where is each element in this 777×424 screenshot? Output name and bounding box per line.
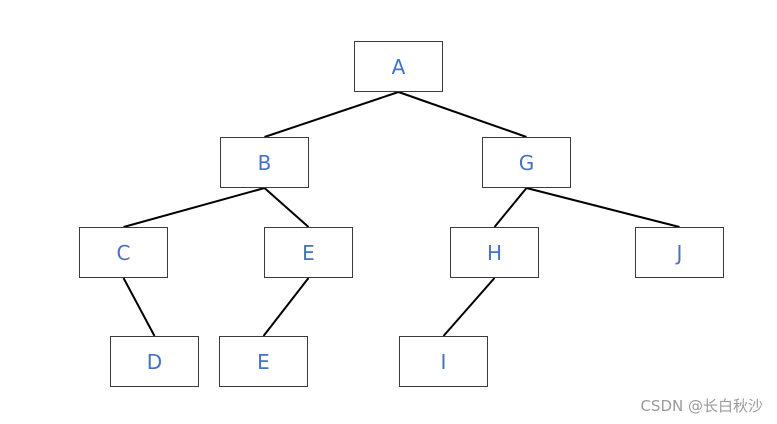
node-e1: E (264, 227, 353, 278)
node-e2: E (219, 336, 308, 387)
edge-h-i (442, 277, 496, 337)
edge-a-g (398, 91, 527, 138)
edge-a-b (264, 91, 399, 138)
edge-g-j (526, 187, 680, 228)
edge-g-h (493, 187, 528, 228)
node-a: A (354, 41, 443, 92)
edge-b-c (123, 187, 265, 228)
node-h: H (450, 227, 539, 278)
node-j: J (635, 227, 724, 278)
node-b: B (220, 137, 309, 188)
edge-c-d (122, 277, 156, 337)
edge-e1-e2 (262, 277, 310, 337)
node-g: G (482, 137, 571, 188)
edge-b-e1 (263, 187, 310, 228)
node-d: D (110, 336, 199, 387)
node-c: C (79, 227, 168, 278)
watermark: CSDN @长白秋沙 (640, 397, 763, 415)
node-i: I (399, 336, 488, 387)
